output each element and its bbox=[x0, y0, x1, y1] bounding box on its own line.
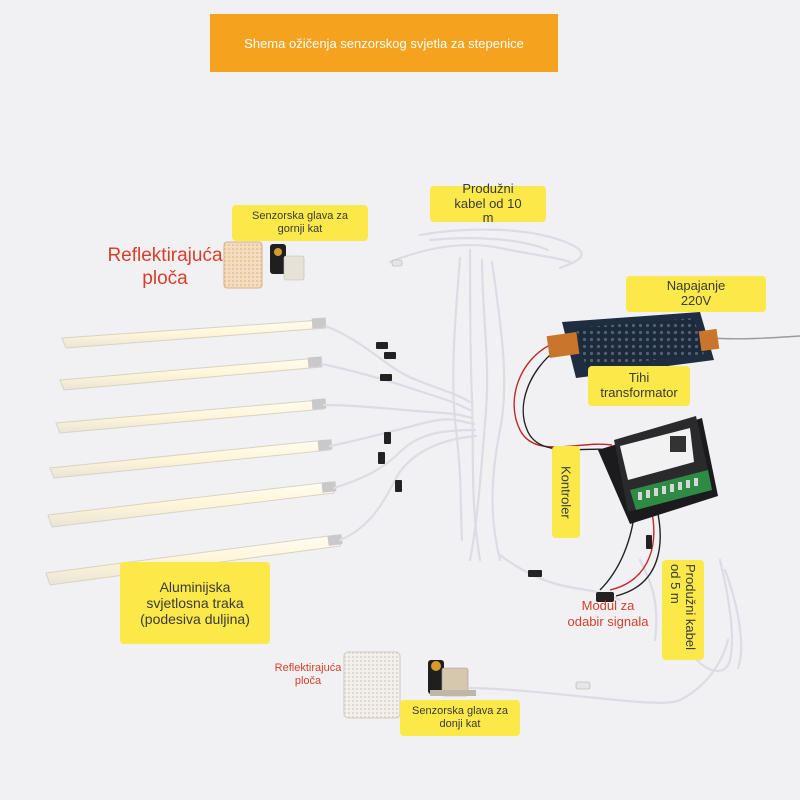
cable-connectors bbox=[376, 259, 652, 690]
sensor-head-top bbox=[270, 244, 305, 281]
reflector-plate-bottom bbox=[343, 651, 401, 719]
label-strip: Aluminijska svjetlosna traka (podesiva d… bbox=[120, 562, 270, 644]
label-reflector-top: Reflektirajuća ploča bbox=[107, 245, 223, 289]
led-strip bbox=[59, 356, 323, 391]
diagram-title: Shema ožičenja senzorskog svjetla za ste… bbox=[244, 35, 524, 51]
label-extension-5m: Produžni kabel od 5 m bbox=[662, 560, 704, 660]
label-sensor-bottom: Senzorska glava za donji kat bbox=[400, 700, 520, 736]
label-power: Napajanje 220V bbox=[626, 276, 766, 312]
led-strips bbox=[45, 317, 343, 586]
title-banner: Shema ožičenja senzorskog svjetla za ste… bbox=[210, 14, 558, 72]
white-cables bbox=[320, 228, 743, 704]
label-controller: Kontroler bbox=[552, 446, 580, 538]
label-module: Modul za odabir signala bbox=[567, 598, 649, 629]
led-strip bbox=[55, 398, 327, 434]
label-sensor-top: Senzorska glava za gornji kat bbox=[232, 205, 368, 241]
label-transformer: Tihi transformator bbox=[588, 366, 690, 406]
transformer bbox=[546, 312, 720, 378]
sensor-head-bottom bbox=[428, 660, 476, 697]
controller bbox=[598, 416, 718, 524]
led-strip bbox=[49, 439, 333, 479]
label-reflector-bottom: Reflektirajuća ploča bbox=[274, 662, 342, 688]
led-strip bbox=[45, 534, 343, 586]
led-strip bbox=[47, 481, 337, 528]
label-extension-10m: Produžni kabel od 10 m bbox=[430, 181, 546, 225]
led-strip bbox=[61, 317, 327, 349]
reflector-plate-top bbox=[223, 241, 263, 289]
